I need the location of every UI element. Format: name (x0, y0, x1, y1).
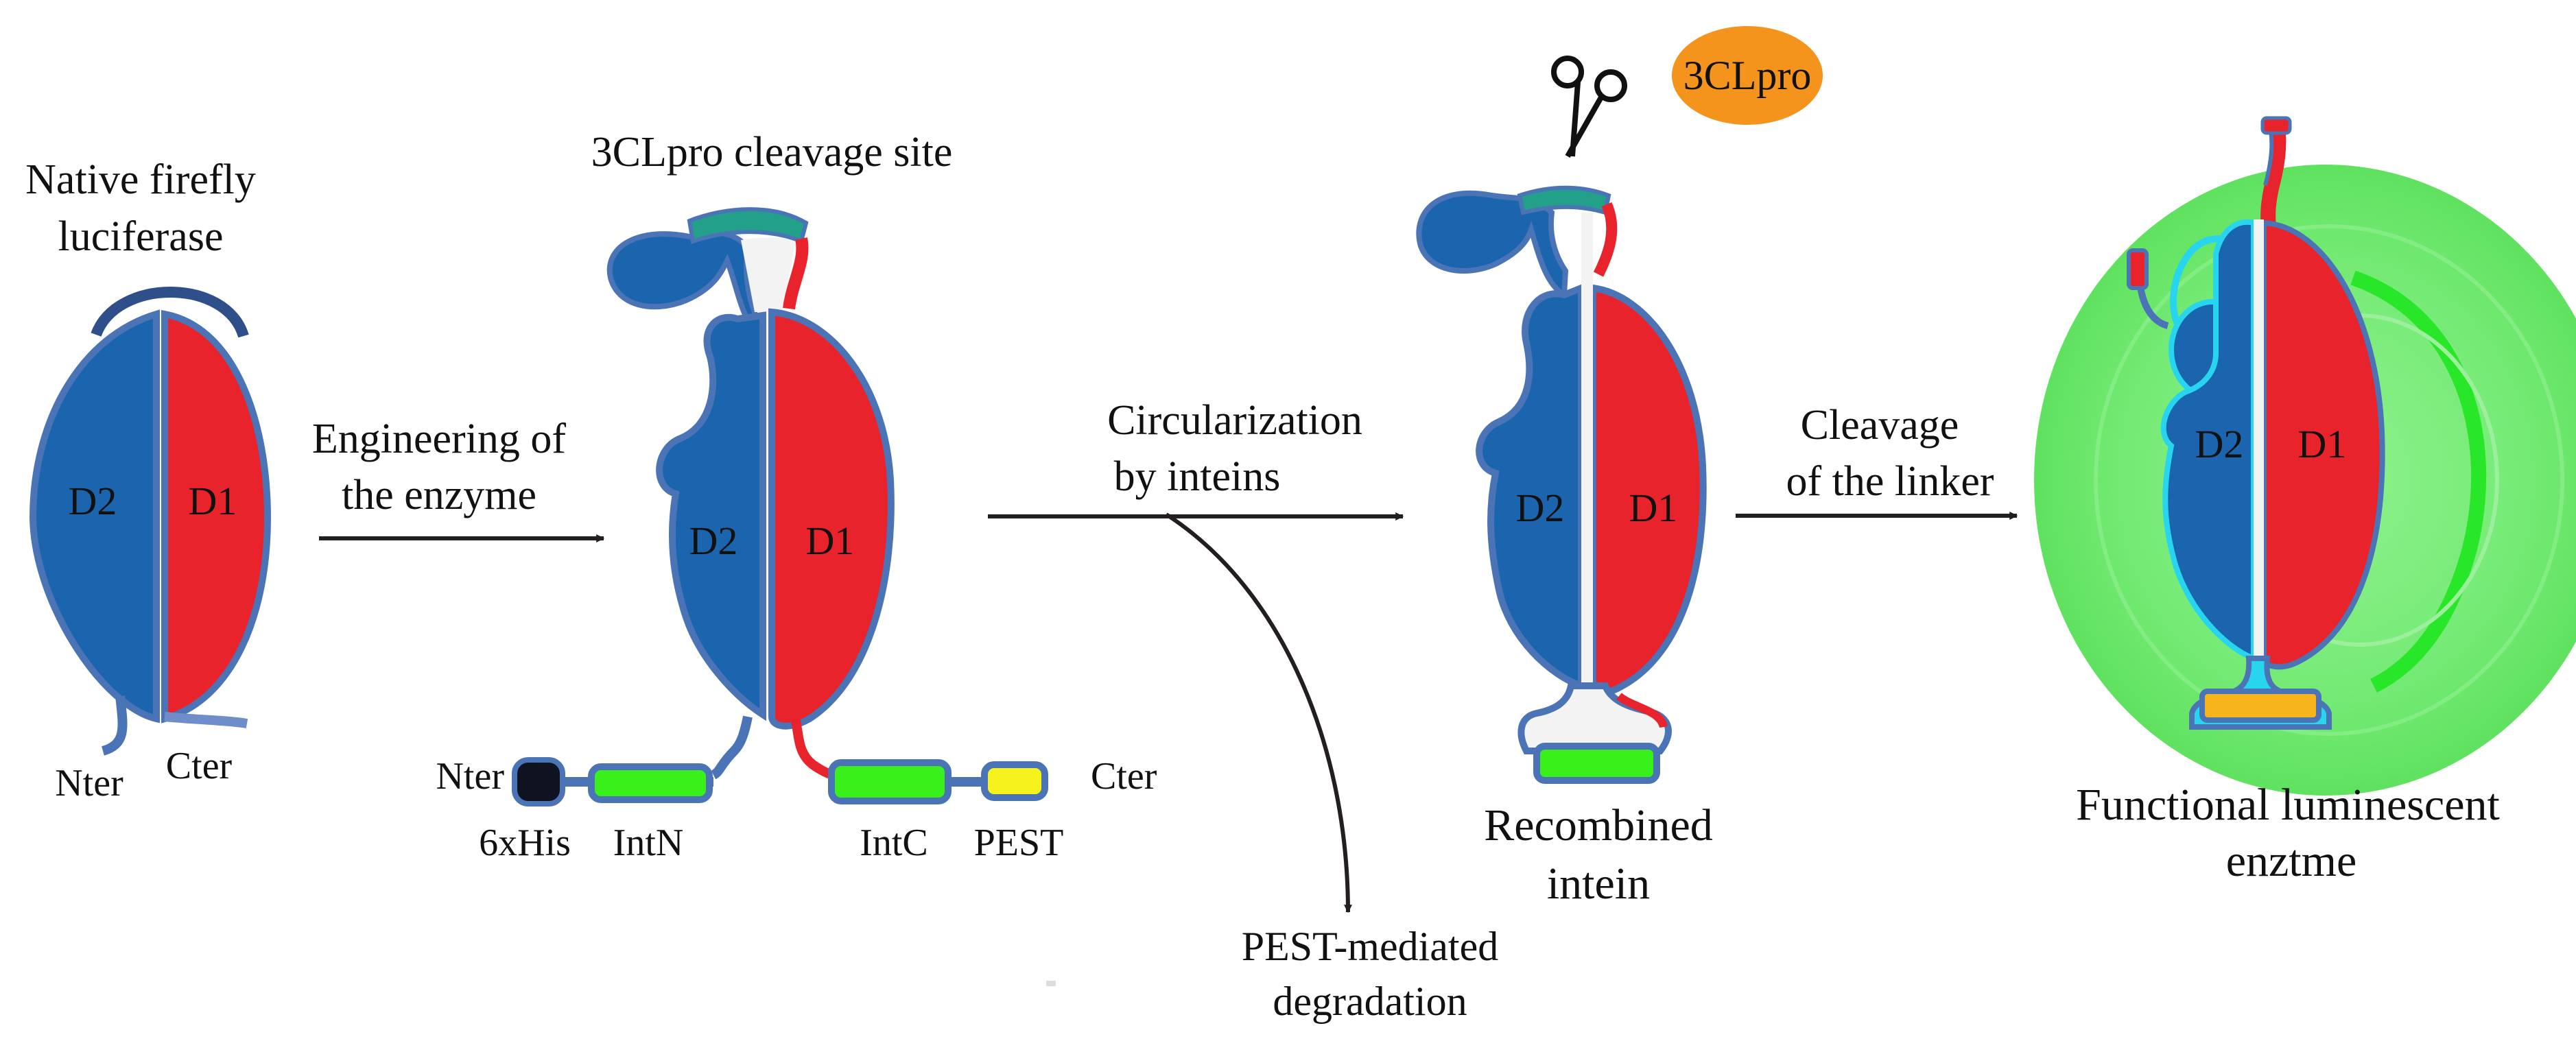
stage-functional-enzyme: D2 D1 Functional luminescent enztme (2034, 116, 2576, 886)
pest-label: PEST (974, 822, 1064, 864)
glow-ring-arc (2350, 270, 2487, 693)
scissors-icon (1551, 56, 1627, 158)
intc-block (828, 759, 952, 804)
product-caption-line2: enztme (2226, 836, 2357, 886)
recombined-caption-line2: intein (1547, 859, 1650, 909)
step-cleavage: Cleavage of the linker (1736, 402, 2018, 520)
recombined-bottom-ring (1517, 682, 1672, 754)
native-nter-tail (101, 695, 128, 756)
recombined-red-return (1616, 693, 1668, 728)
protease-3clpro (1672, 26, 1823, 125)
intn-label: IntN (613, 822, 684, 864)
stray-dot (1046, 981, 1056, 986)
engineered-cter-label: Cter (1091, 755, 1157, 798)
native-d1-label: D1 (189, 479, 237, 523)
recombined-d1-neck (1593, 202, 1618, 277)
step1-label-line2: the enzyme (342, 472, 536, 518)
recombined-cleavage-linker (1517, 185, 1611, 215)
stage-native-luciferase: Native firefly luciferase D2 D1 Nter Cte… (25, 156, 272, 804)
product-d2-domain (2160, 219, 2256, 662)
protease-label: 3CLpro (1683, 53, 1812, 98)
engineered-c-connector (791, 719, 835, 780)
native-cter-tail (164, 712, 248, 728)
product-n-tag (2127, 248, 2149, 290)
native-top-linker (91, 287, 249, 338)
degradation-label-line2: degradation (1273, 979, 1467, 1024)
degradation-arrow (1165, 512, 1352, 913)
his-tag (512, 757, 565, 807)
intn-block (588, 763, 713, 803)
recombined-d1-domain (1590, 284, 1707, 695)
product-cleaved-block (2199, 689, 2321, 723)
engineered-nter-label: Nter (436, 755, 504, 798)
engineered-d2-domain (656, 311, 766, 721)
step2-label-line1: Circularization (1107, 397, 1362, 444)
engineered-d1-label: D1 (806, 518, 855, 563)
native-d2-label: D2 (69, 479, 117, 523)
product-d1-domain (2261, 219, 2385, 670)
step-circularization: Circularization by inteins PEST-mediated… (988, 397, 1498, 1024)
stage-recombined: 3CLpro D2 D1 Recombined intein (1416, 26, 1823, 909)
engineered-n-connector (711, 715, 753, 780)
native-title-line1: Native firefly (25, 156, 256, 203)
recombined-gap (1581, 213, 1593, 693)
intc-label: IntC (860, 822, 928, 864)
recombined-intein-block (1533, 743, 1660, 784)
pest-block (981, 761, 1048, 801)
native-d1-domain (161, 309, 272, 724)
recombined-d2-top-loop (1416, 190, 1569, 300)
recombined-d2-domain (1476, 283, 1585, 691)
recombined-caption-line1: Recombined (1484, 800, 1713, 850)
product-d1-label: D1 (2298, 422, 2347, 466)
step1-label-line1: Engineering of (312, 416, 567, 462)
engineered-d1-neck (783, 237, 809, 310)
engineered-d2-label: D2 (689, 518, 738, 563)
native-nter-label: Nter (55, 762, 123, 804)
product-caption-line1: Functional luminescent (2076, 780, 2500, 830)
cleavage-site-title: 3CLpro cleavage site (591, 129, 953, 176)
product-c-tag (2260, 116, 2292, 135)
native-cter-label: Cter (166, 745, 233, 787)
recombined-d2-label: D2 (1516, 486, 1565, 530)
product-n-connector (2137, 286, 2169, 329)
engineered-cleavage-linker (687, 207, 809, 245)
recombined-d1-label: D1 (1629, 486, 1678, 530)
step3-label-line1: Cleavage (1801, 402, 1959, 449)
glow-ring-outer (2094, 224, 2564, 736)
product-gap (2254, 219, 2264, 665)
step2-label-line2: by inteins (1114, 453, 1281, 500)
native-d2-domain (29, 309, 160, 724)
native-title-line2: luciferase (58, 213, 224, 260)
his-label: 6xHis (479, 822, 571, 864)
degradation-label-line1: PEST-mediated (1242, 924, 1498, 969)
step-engineering: Engineering of the enzyme (312, 416, 605, 542)
product-d2-label: D2 (2195, 422, 2244, 466)
product-d1-neck (2260, 118, 2287, 232)
engineered-gap-region (741, 237, 796, 312)
step3-label-line2: of the linker (1786, 458, 1994, 505)
stage-engineered-construct: 3CLpro cleavage site D2 D1 Nter Cter 6xH (436, 129, 1157, 864)
